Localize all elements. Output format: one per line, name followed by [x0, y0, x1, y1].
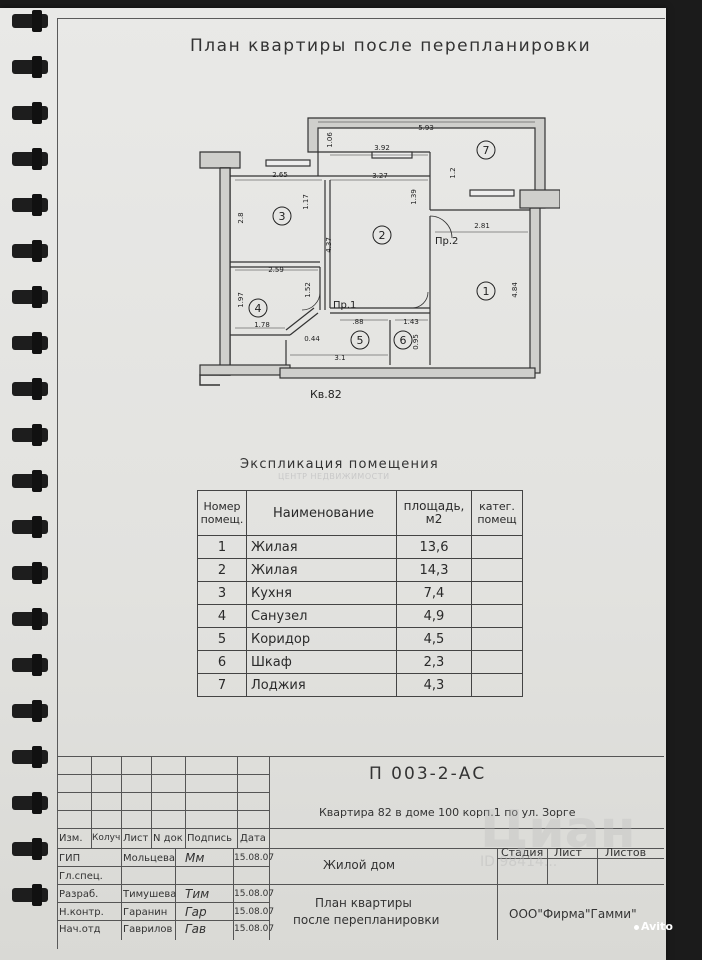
- explication-title: Экспликация помещения: [240, 457, 439, 472]
- cian-watermark: Циан: [480, 800, 636, 860]
- table-row: 3 Кухня 7,4: [197, 581, 523, 605]
- header-name: Наименование: [246, 490, 397, 536]
- watermark-text: ЦЕНТР НЕДВИЖИМОСТИ: [278, 472, 390, 481]
- hdr-podp: Подпись: [187, 833, 232, 844]
- floor-plan: 1 2 3 4 5 6 7 5.93 3.92 2.65 3.27 2.81 2…: [199, 117, 560, 401]
- dim-label: 1.78: [254, 321, 270, 329]
- role-label: Нач.отд: [59, 924, 101, 935]
- avito-label: Avito: [641, 920, 673, 933]
- drawing-title-line2: после перепланировки: [293, 913, 440, 927]
- dim-label: 3.1: [334, 354, 345, 362]
- dim-label: 3.27: [372, 172, 388, 180]
- building-type: Жилой дом: [323, 858, 396, 872]
- role-label: Гл.спец.: [59, 871, 103, 882]
- room-label-6: 6: [400, 334, 407, 347]
- signature: Тим: [185, 887, 210, 901]
- dim-label: 0.44: [304, 335, 320, 343]
- dim-label: 2.8: [237, 212, 245, 223]
- role-date: 15.08.07: [234, 889, 275, 899]
- dim-label: 2.81: [474, 222, 490, 230]
- role-name: Гаврилов: [123, 924, 173, 935]
- stage-label: Стадия: [501, 846, 544, 859]
- passage-1-label: Пр.1: [333, 300, 356, 311]
- company-name: ООО"Фирма"Гамми": [509, 907, 637, 921]
- title-block: П 003-2-АС Квартира 82 в доме 100 корп.1…: [57, 756, 664, 940]
- room-label-5: 5: [357, 334, 364, 347]
- table-row: 7 Лоджия 4,3: [197, 673, 523, 697]
- role-date: 15.08.07: [234, 853, 275, 863]
- dim-label: 3.92: [374, 144, 390, 152]
- room-label-1: 1: [483, 285, 490, 298]
- signature: Гар: [185, 905, 207, 919]
- avito-logo-icon: [634, 925, 639, 930]
- signature: Мм: [185, 851, 205, 865]
- header-num: Номер помещ.: [197, 490, 247, 536]
- passage-2-label: Пр.2: [435, 236, 458, 247]
- room-label-4: 4: [255, 302, 262, 315]
- avito-watermark: Avito: [634, 920, 673, 933]
- header-category: катег. помещ: [471, 490, 523, 536]
- signature: Гав: [185, 922, 207, 936]
- role-date: 15.08.07: [234, 907, 275, 917]
- dim-label: 1.97: [237, 292, 245, 308]
- room-label-7: 7: [483, 144, 490, 157]
- room-label-3: 3: [279, 210, 286, 223]
- role-date: 15.08.07: [234, 924, 275, 934]
- dim-label: 1.06: [326, 132, 334, 148]
- role-label: ГИП: [59, 853, 81, 864]
- dim-label: 1.17: [302, 194, 310, 210]
- cian-id-watermark: ID 98414...: [480, 854, 558, 870]
- table-row: 2 Жилая 14,3: [197, 558, 523, 582]
- dim-label: 2.59: [268, 266, 284, 274]
- dim-label: 1.2: [449, 167, 457, 178]
- table-row: 6 Шкаф 2,3: [197, 650, 523, 674]
- dim-label: 5.93: [418, 124, 434, 132]
- explication-table: Номер помещ. Наименование площадь, м2 ка…: [197, 490, 523, 697]
- role-name: Гаранин: [123, 907, 168, 918]
- dim-label: .88: [352, 318, 363, 326]
- role-name: Тимушева: [123, 889, 177, 900]
- table-row: 1 Жилая 13,6: [197, 535, 523, 559]
- hdr-kolu: Колуч: [92, 833, 121, 843]
- spiral-binding: [0, 0, 60, 960]
- dim-label: 1.52: [304, 282, 312, 298]
- drawing-title-line1: План квартиры: [315, 896, 412, 910]
- dim-label: 1.43: [403, 318, 419, 326]
- hdr-list: Лист: [123, 833, 149, 844]
- room-label-2: 2: [379, 229, 386, 242]
- dim-label: 1.39: [410, 189, 418, 205]
- role-name: Мольцева: [123, 853, 176, 864]
- hdr-izm: Изм.: [59, 833, 83, 844]
- document-code: П 003-2-АС: [369, 764, 487, 784]
- dim-label: 0.95: [412, 334, 420, 350]
- drawing-frame: [57, 18, 665, 949]
- role-label: Разраб.: [59, 889, 99, 900]
- role-label: Н.контр.: [59, 907, 104, 918]
- page-title: План квартиры после перепланировки: [190, 36, 592, 56]
- hdr-data: Дата: [240, 833, 266, 844]
- table-row: 4 Санузел 4,9: [197, 604, 523, 628]
- sheet-label: Лист: [554, 846, 582, 859]
- dim-label: 4.37: [325, 237, 333, 253]
- sheets-label: Листов: [605, 846, 647, 859]
- hdr-ndok: N док: [153, 833, 183, 844]
- dim-label: 2.65: [272, 171, 288, 179]
- apartment-label: Кв.82: [310, 388, 342, 401]
- address-text: Квартира 82 в доме 100 корп.1 по ул. Зор…: [319, 806, 576, 819]
- dim-label: 4.84: [511, 282, 519, 298]
- document-sheet: [0, 8, 666, 960]
- header-area: площадь, м2: [396, 490, 472, 536]
- table-row: 5 Коридор 4,5: [197, 627, 523, 651]
